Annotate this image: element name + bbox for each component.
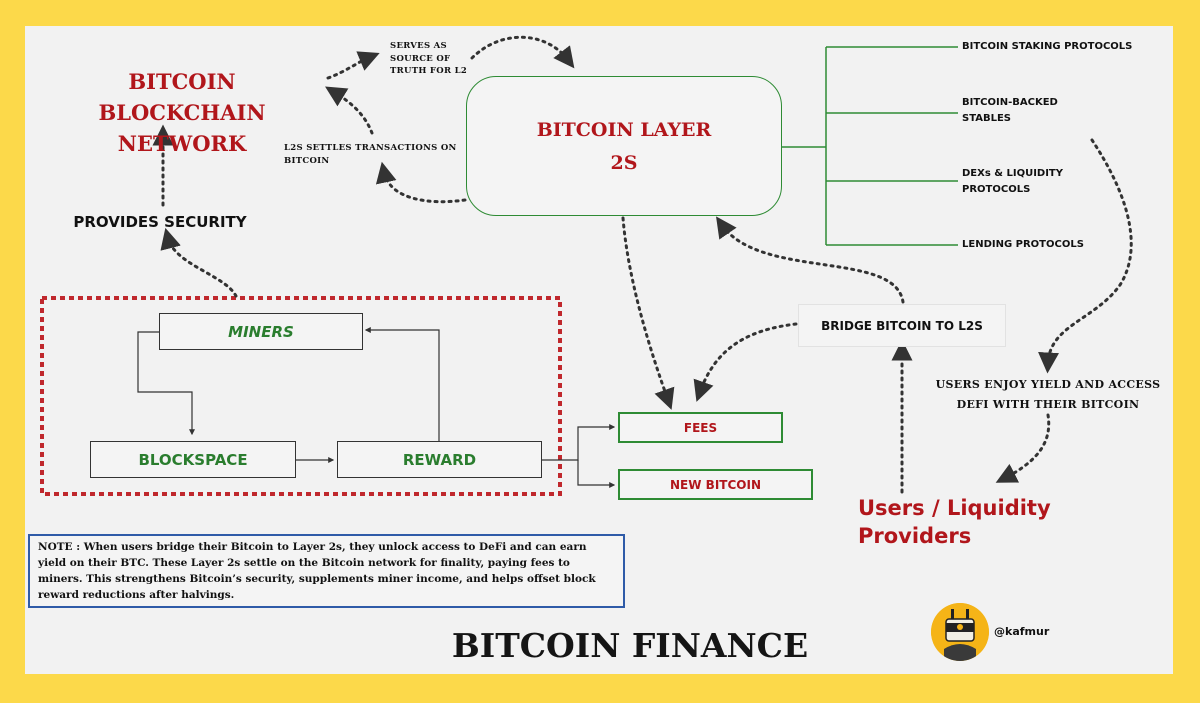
arrow-bridge-to-l2 — [716, 216, 905, 304]
arrow-network-to-serves — [326, 51, 380, 80]
arrow-reward-to-miners — [364, 327, 440, 442]
protocol-lending: LENDING PROTOCOLS — [962, 239, 1084, 250]
miner-system-frame — [40, 296, 562, 496]
fees-label: FEES — [683, 420, 718, 435]
settles-note: L2S SETTLES TRANSACTIONS ON BITCOIN — [284, 143, 457, 166]
layer2-subtitle: 2S — [610, 152, 638, 174]
layer2-title: BITCOIN LAYER — [536, 119, 712, 141]
network-title: BITCOIN BLOCKCHAIN NETWORK — [98, 69, 266, 156]
new-bitcoin-label: NEW BITCOIN — [670, 477, 761, 492]
arrow-miners-to-blockspace — [137, 331, 195, 436]
avatar-icon — [931, 603, 989, 661]
blockspace-box: BLOCKSPACE — [90, 441, 296, 478]
arrow-l2-to-settles — [375, 161, 467, 204]
footer-title: BITCOIN FINANCE — [451, 626, 809, 665]
avatar — [931, 603, 989, 661]
miners-box: MINERS — [159, 313, 363, 350]
layer2-box — [466, 76, 782, 216]
bridge-label: BRIDGE BITCOIN TO L2S — [821, 318, 983, 333]
provides-security-label: PROVIDES SECURITY — [73, 213, 247, 231]
bridge-box: BRIDGE BITCOIN TO L2S — [798, 304, 1006, 347]
new-bitcoin-box: NEW BITCOIN — [618, 469, 813, 500]
arrow-reward-to-fees — [542, 424, 616, 461]
fees-box: FEES — [618, 412, 783, 443]
handle-label: @kafmur — [994, 625, 1050, 638]
miners-label: MINERS — [228, 322, 294, 341]
yield-note: USERS ENJOY YIELD AND ACCESS DEFI WITH T… — [935, 378, 1161, 411]
blockspace-label: BLOCKSPACE — [138, 450, 248, 469]
note-text: NOTE : When users bridge their Bitcoin t… — [38, 541, 596, 601]
protocol-stables: BITCOIN-BACKED STABLES — [962, 97, 1058, 124]
reward-box: REWARD — [337, 441, 542, 478]
serves-as-note: SERVES AS SOURCE OF TRUTH FOR L2 — [390, 41, 468, 76]
protocol-staking: BITCOIN STAKING PROTOCOLS — [962, 41, 1133, 52]
protocol-dexs: DEXs & LIQUIDITY PROTOCOLS — [962, 168, 1063, 195]
arrow-reward-to-newbitcoin — [577, 460, 616, 488]
arrow-yield-to-users — [995, 413, 1051, 483]
note-box: NOTE : When users bridge their Bitcoin t… — [28, 534, 625, 608]
arrow-settles-to-network — [325, 86, 374, 135]
arrow-bridge-to-fees — [693, 322, 798, 402]
arrow-protocols-to-yield — [1038, 138, 1133, 374]
arrow-l2-to-fees — [621, 216, 675, 410]
arrow-miners-to-security — [160, 227, 238, 298]
users-label: Users / Liquidity Providers — [858, 496, 1051, 548]
reward-label: REWARD — [402, 450, 477, 469]
arrow-serves-to-l2 — [470, 35, 575, 69]
